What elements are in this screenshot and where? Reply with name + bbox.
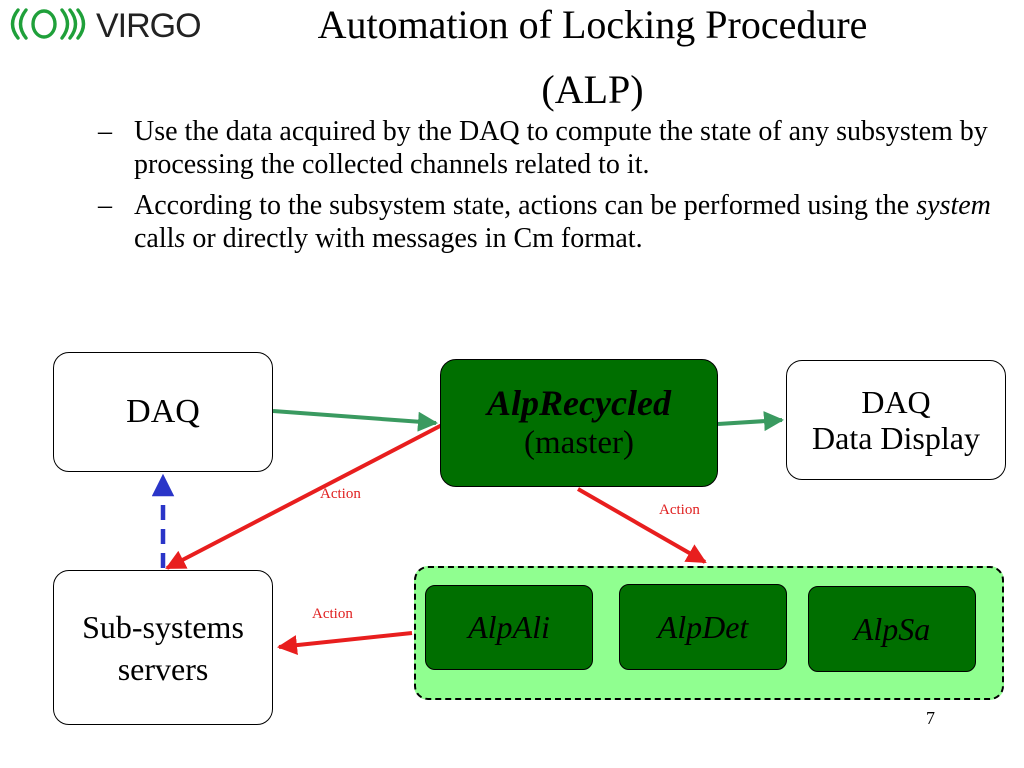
bullet-text-start: According to the subsystem state, action… <box>134 190 917 221</box>
children-to-subsystems-action-arrow <box>277 631 413 656</box>
subsystems-servers-node: Sub-systems servers <box>53 570 273 725</box>
alp-det-node: AlpDet <box>619 584 787 670</box>
master-to-display-arrow <box>717 411 784 432</box>
action-label: Action <box>312 606 353 622</box>
page-number: 7 <box>926 708 935 728</box>
bullet-text-italic: system <box>916 190 991 221</box>
daq-node: DAQ <box>53 352 273 472</box>
slide-title: Automation of Locking Procedure <box>317 2 868 47</box>
alp-recycled-master-node: AlpRecycled (master) <box>440 359 718 487</box>
master-to-subsystems-action-arrow <box>165 423 443 570</box>
master-name: AlpRecycled <box>487 383 671 423</box>
subsystems-label-line1: Sub-systems <box>82 608 244 645</box>
display-label-line1: DAQ <box>861 384 931 420</box>
bullet-text-italic-suffix: s <box>174 223 186 254</box>
display-label-line2: Data Display <box>812 420 980 456</box>
bullet-item: – According to the subsystem state, acti… <box>98 189 998 255</box>
virgo-logo: VIRGO <box>10 7 202 42</box>
subsystems-label-line2: servers <box>117 650 209 687</box>
svg-text:VIRGO: VIRGO <box>96 7 201 42</box>
bullet-dash: – <box>98 116 112 147</box>
daq-to-master-arrow <box>272 409 438 432</box>
daq-data-display-node: DAQ Data Display <box>786 360 1006 480</box>
daq-label: DAQ <box>126 393 200 430</box>
alp-ali-node: AlpAli <box>425 585 593 670</box>
bullet-item: – Use the data acquired by the DAQ to co… <box>98 115 998 181</box>
slide-title-abbreviation: (ALP) <box>541 67 644 112</box>
master-to-children-action-arrow <box>577 487 707 564</box>
bullet-list: – Use the data acquired by the DAQ to co… <box>98 115 998 263</box>
action-label: Action <box>659 502 700 518</box>
bullet-dash: – <box>98 190 112 221</box>
alp-sa-node: AlpSa <box>808 586 976 672</box>
bullet-text-end: or directly with messages in Cm format. <box>185 223 643 254</box>
bullet-text-middle: call <box>134 223 175 254</box>
master-role: (master) <box>524 425 634 461</box>
action-label: Action <box>320 486 361 502</box>
bullet-text: Use the data acquired by the DAQ to comp… <box>134 116 988 180</box>
